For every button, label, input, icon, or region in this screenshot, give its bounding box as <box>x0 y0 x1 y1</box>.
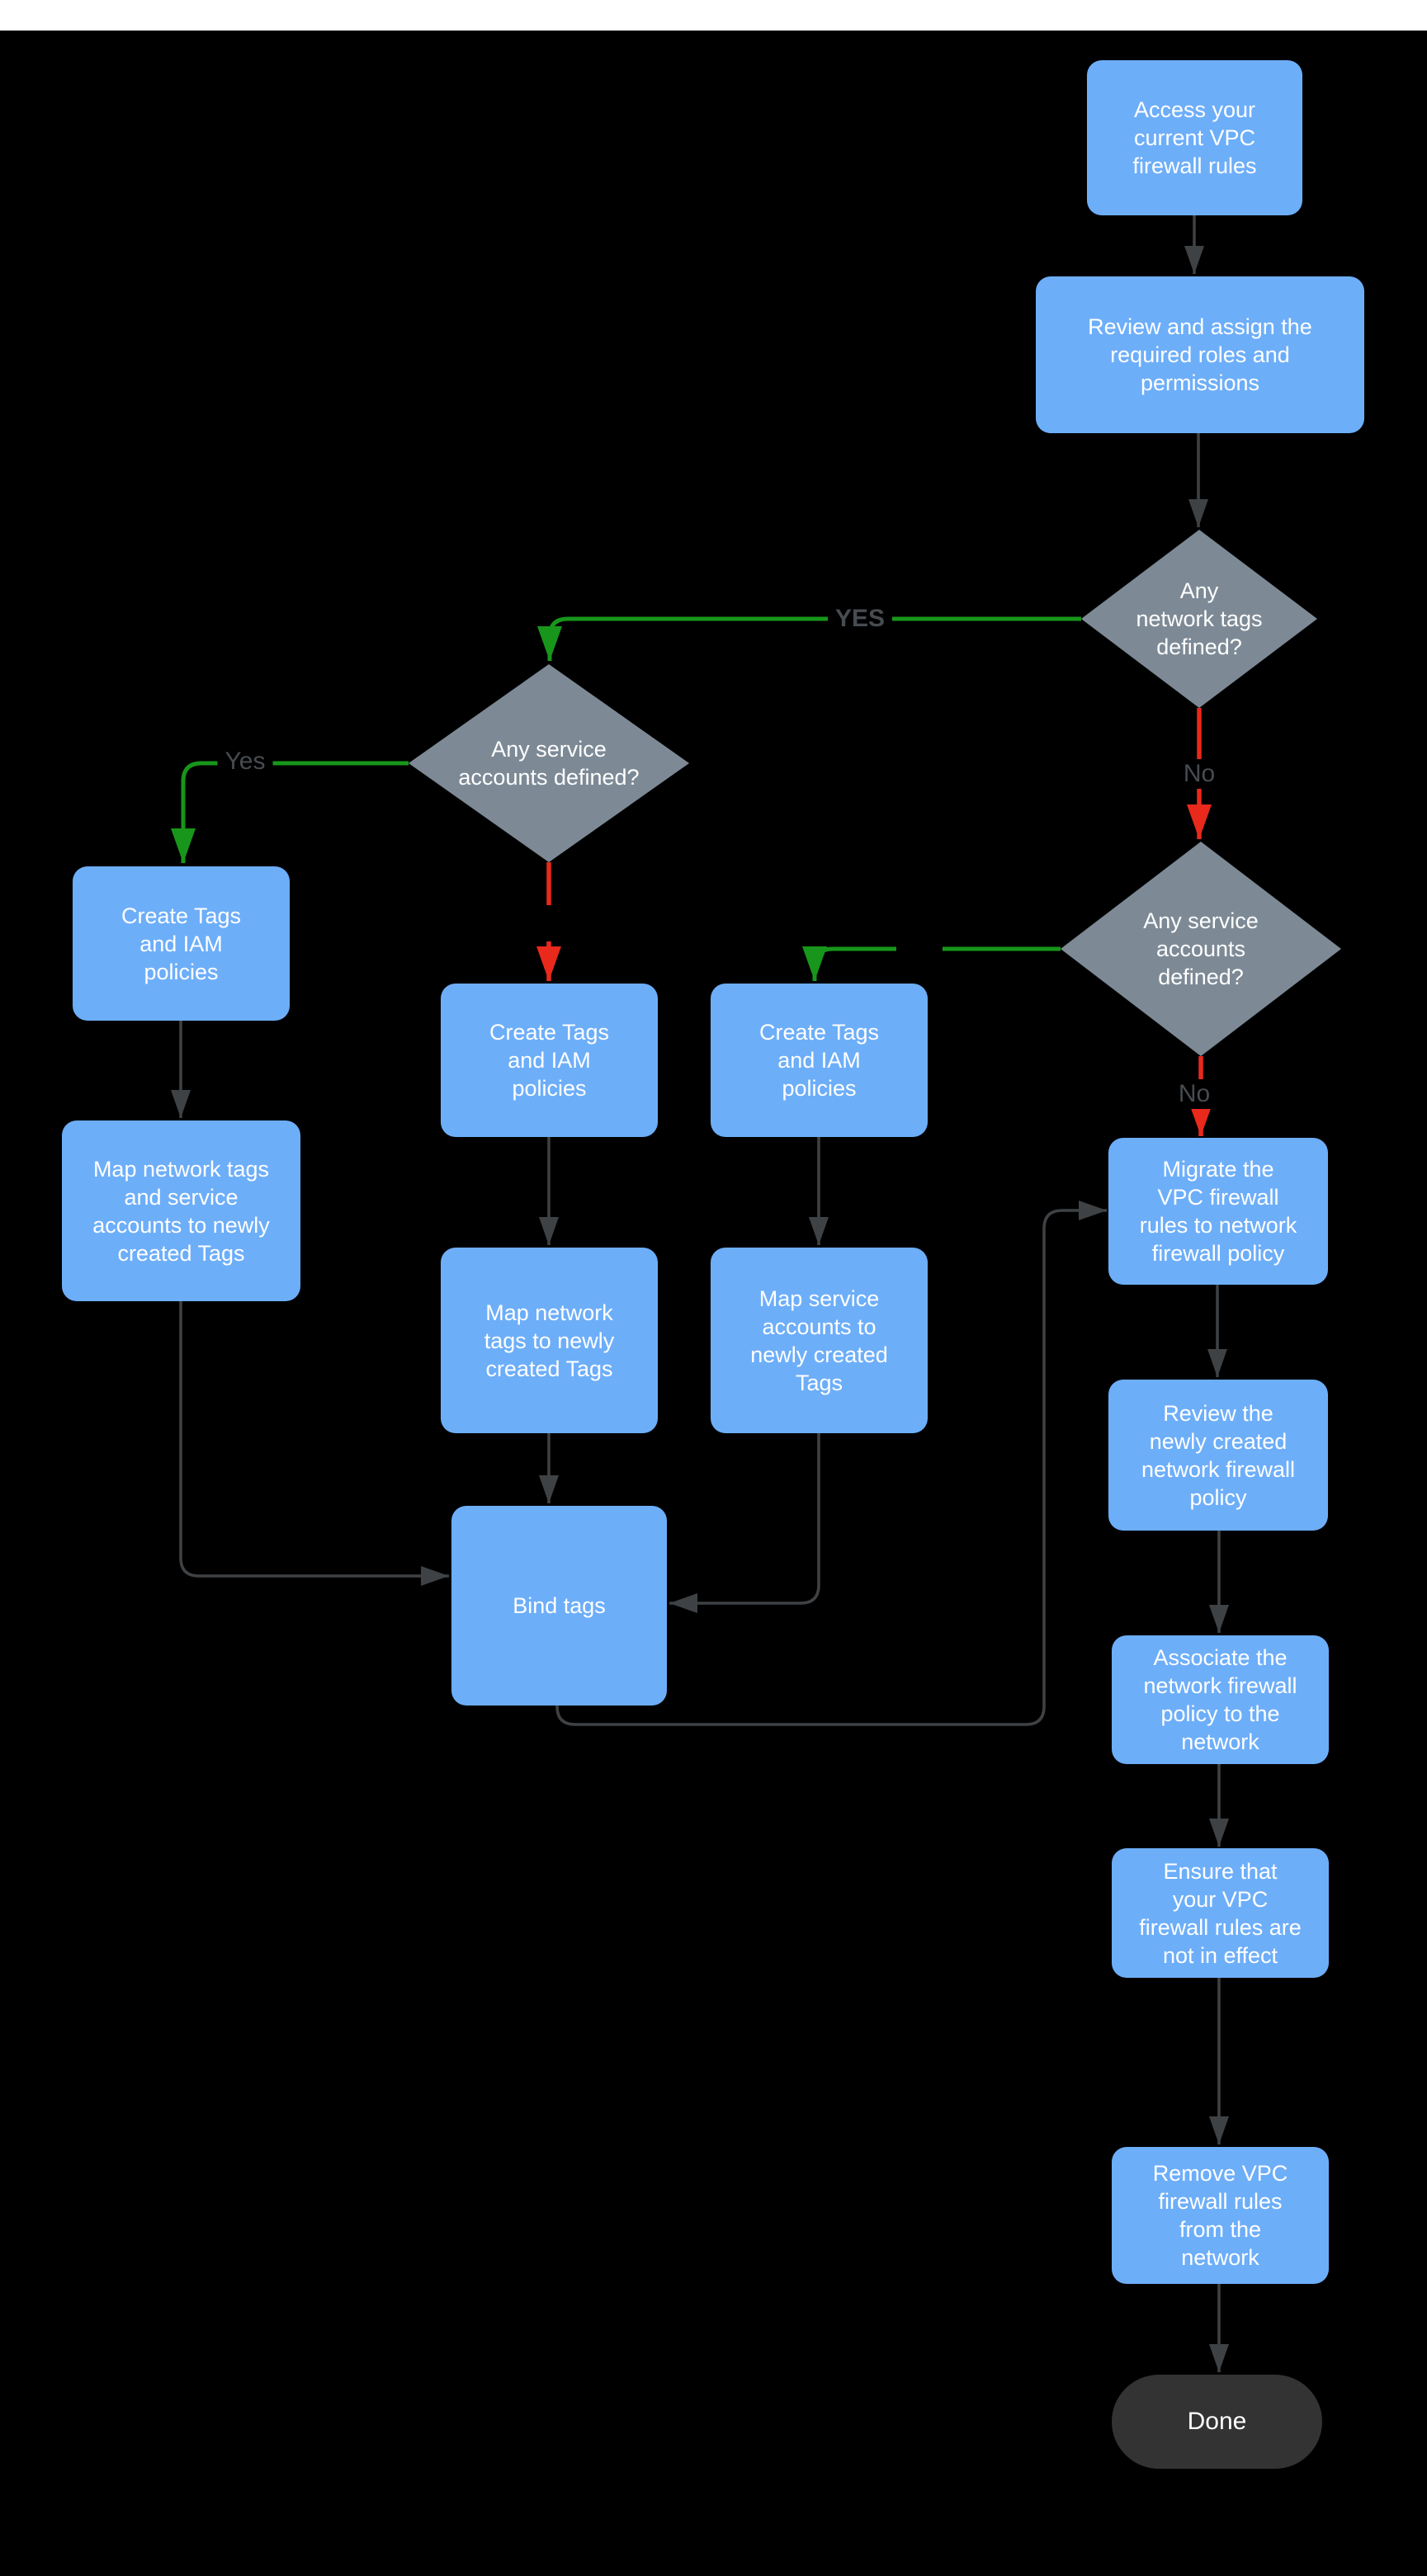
node-create-tags-middle: Create Tags and IAM policies <box>441 984 658 1137</box>
node-bind-tags: Bind tags <box>451 1506 667 1706</box>
node-create-tags-middle-label: Create Tags and IAM policies <box>489 1020 610 1101</box>
node-review-assign-roles: Review and assign the required roles and… <box>1036 276 1364 433</box>
decision-any-network-tags-label-box: Any network tags defined? <box>1108 569 1290 668</box>
edge-label-yes-service-left: Yes <box>217 747 273 776</box>
decision-any-service-accounts-left <box>409 664 689 862</box>
node-remove-vpc-rules-label: Remove VPC firewall rules from the netwo… <box>1152 2161 1288 2270</box>
node-map-network-tags-service-accounts: Map network tags and service accounts to… <box>62 1121 300 1301</box>
node-associate-policy: Associate the network firewall policy to… <box>1112 1635 1329 1764</box>
top-white-bar <box>0 0 1427 31</box>
decision-any-service-accounts-right-label-box: Any service accounts defined? <box>1118 883 1283 1015</box>
node-create-tags-right: Create Tags and IAM policies <box>711 984 928 1137</box>
node-remove-vpc-rules: Remove VPC firewall rules from the netwo… <box>1112 2147 1329 2284</box>
node-associate-policy-label: Associate the network firewall policy to… <box>1143 1645 1297 1754</box>
node-review-new-policy: Review the newly created network firewal… <box>1108 1380 1328 1531</box>
decision-any-network-tags <box>1081 530 1317 708</box>
decision-any-network-tags-label: Any network tags defined? <box>1136 578 1263 659</box>
decision-any-service-accounts-left-label: Any service accounts defined? <box>458 737 640 790</box>
node-create-tags-left-label: Create Tags and IAM policies <box>120 903 242 984</box>
node-create-tags-right-label: Create Tags and IAM policies <box>758 1020 880 1101</box>
edge-label-no-service-right: No <box>1170 1079 1218 1109</box>
edge-yes-service-left <box>171 761 409 863</box>
node-map-network-tags-label: Map network tags to newly created Tags <box>484 1300 615 1381</box>
edge-bind-tags-to-migrate <box>555 1201 1107 1726</box>
node-migrate-vpc-rules-label: Migrate the VPC firewall rules to networ… <box>1139 1157 1297 1266</box>
node-ensure-rules-not-in-effect-label: Ensure that your VPC firewall rules are … <box>1139 1858 1302 1968</box>
node-map-network-tags-service-accounts-label: Map network tags and service accounts to… <box>92 1156 270 1266</box>
node-bind-tags-label: Bind tags <box>513 1593 606 1618</box>
edge-label-no-network-tags: No <box>1175 759 1223 789</box>
node-map-service-accounts: Map service accounts to newly created Ta… <box>711 1248 928 1433</box>
edge-label-yes-network-tags: YES <box>827 604 893 634</box>
node-review-new-policy-label: Review the newly created network firewal… <box>1141 1400 1296 1510</box>
edge-yes-network-tags <box>537 616 1081 661</box>
node-access-vpc-rules-label: Access your current VPC firewall rules <box>1132 97 1257 178</box>
node-access-vpc-rules: Access your current VPC firewall rules <box>1087 60 1302 215</box>
node-migrate-vpc-rules: Migrate the VPC firewall rules to networ… <box>1108 1138 1328 1285</box>
edge-map-left-to-bind-tags <box>179 1301 449 1586</box>
node-map-service-accounts-label: Map service accounts to newly created Ta… <box>750 1286 888 1395</box>
decision-any-service-accounts-right-label: Any service accounts defined? <box>1143 908 1259 989</box>
node-create-tags-left: Create Tags and IAM policies <box>73 866 290 1021</box>
node-review-assign-roles-label: Review and assign the required roles and… <box>1088 314 1312 395</box>
edge-map-right-to-bind-tags <box>669 1433 820 1613</box>
node-map-network-tags: Map network tags to newly created Tags <box>441 1248 658 1433</box>
node-done-label: Done <box>1187 2408 1247 2435</box>
decision-any-service-accounts-right <box>1061 842 1341 1056</box>
decision-any-service-accounts-left-label-box: Any service accounts defined? <box>433 714 664 813</box>
edge-yes-service-right-segment2 <box>802 946 896 981</box>
node-ensure-rules-not-in-effect: Ensure that your VPC firewall rules are … <box>1112 1848 1329 1978</box>
node-done: Done <box>1112 2375 1322 2469</box>
